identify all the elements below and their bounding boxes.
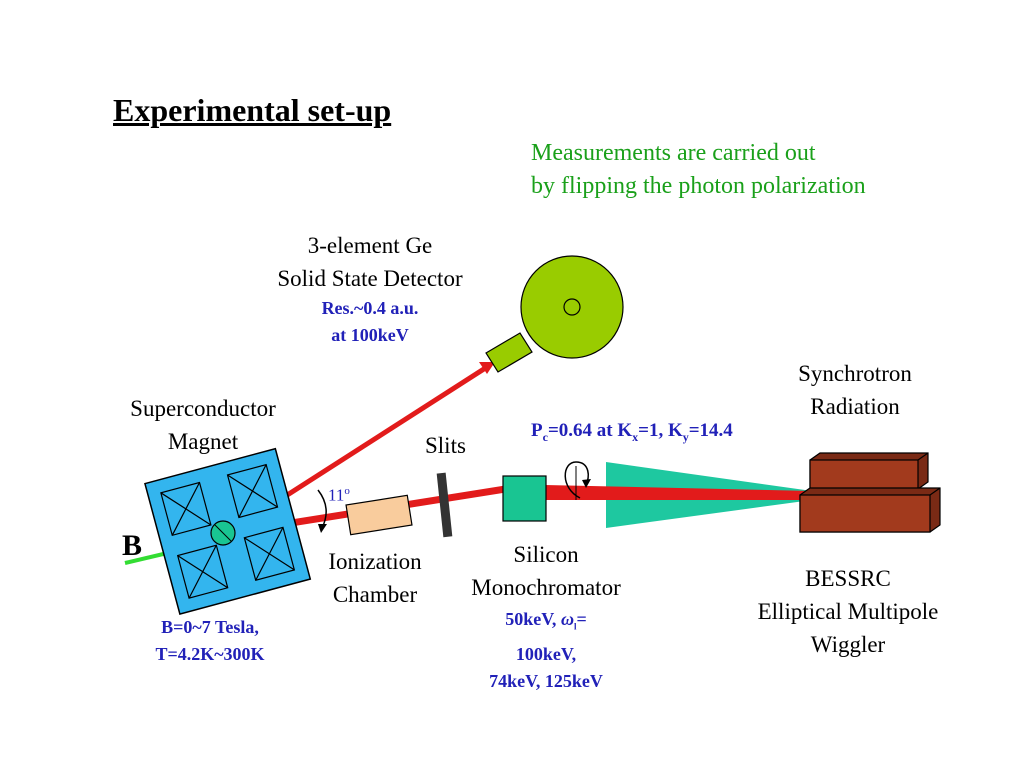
polarization-flip-arrowhead bbox=[582, 479, 591, 488]
magnet-spec: B=0~7 Tesla, T=4.2K~300K bbox=[120, 614, 300, 668]
wiggler-line-1: BESSRC bbox=[805, 566, 891, 591]
polarization-flip-icon bbox=[564, 461, 590, 499]
wiggler-label: BESSRC Elliptical Multipole Wiggler bbox=[726, 562, 970, 661]
ionization-line-1: Ionization bbox=[328, 549, 422, 574]
wiggler-line-3: Wiggler bbox=[810, 632, 886, 657]
synchrotron-line-1: Synchrotron bbox=[798, 361, 912, 386]
mono-e1-end: = bbox=[576, 609, 587, 629]
magnet-temperature-range: T=4.2K~300K bbox=[155, 644, 265, 664]
magnet-line-2: Magnet bbox=[167, 429, 239, 454]
pol-kx-sub: x bbox=[632, 429, 639, 444]
b-field-label: B bbox=[122, 529, 143, 562]
slits-label: Slits bbox=[425, 433, 466, 458]
angle-value: 11 bbox=[328, 485, 345, 505]
omega-sub: l bbox=[573, 621, 577, 632]
wiggler bbox=[799, 452, 941, 533]
ionization-label: Ionization Chamber bbox=[308, 545, 442, 611]
magnet-label: Superconductor Magnet bbox=[108, 392, 298, 458]
monochromator-label: Silicon Monochromator 50keV, ωl= 100keV,… bbox=[446, 538, 646, 695]
pol-mid: =0.64 at K bbox=[547, 420, 633, 441]
pol-mid2: =1, K bbox=[638, 420, 683, 441]
superconductor-magnet bbox=[144, 447, 312, 615]
detector-name-2: Solid State Detector bbox=[277, 266, 463, 291]
mono-line-2: Monochromator bbox=[471, 575, 621, 600]
monochromator-beam bbox=[545, 485, 812, 500]
note-line-1: Measurements are carried out bbox=[531, 140, 816, 166]
page-title: Experimental set-up bbox=[113, 92, 392, 128]
wiggler-line-2: Elliptical Multipole bbox=[757, 599, 939, 624]
angle-arrowhead bbox=[318, 524, 327, 533]
slits bbox=[436, 472, 453, 538]
angle-arc bbox=[317, 489, 327, 529]
angle-unit: o bbox=[344, 485, 350, 497]
synchrotron-line-2: Radiation bbox=[810, 394, 900, 419]
mono-energy-1: 50keV, ωl= bbox=[446, 606, 646, 641]
note-line-2: by flipping the photon polarization bbox=[531, 173, 866, 199]
omega-symbol: ω bbox=[560, 609, 574, 629]
detector-resolution-energy: at 100keV bbox=[331, 325, 409, 345]
magnet-field-range: B=0~7 Tesla, bbox=[161, 617, 259, 637]
detector-name-1: 3-element Ge bbox=[307, 233, 433, 258]
ionization-chamber bbox=[345, 494, 413, 536]
polarization-note: Measurements are carried out by flipping… bbox=[531, 137, 866, 203]
mono-line-1: Silicon bbox=[513, 542, 579, 567]
detector-resolution: Res.~0.4 a.u. bbox=[321, 298, 419, 318]
ionization-line-2: Chamber bbox=[332, 582, 418, 607]
scattered-beam-arrowhead bbox=[479, 362, 495, 374]
angle-label: 11o bbox=[328, 485, 350, 506]
mono-energy-3: 74keV, 125keV bbox=[489, 670, 603, 691]
pol-end: =14.4 bbox=[688, 420, 733, 441]
pol-p: P bbox=[531, 420, 543, 441]
detector-label: 3-element Ge Solid State Detector Res.~0… bbox=[252, 229, 488, 349]
polarization-spec: Pc=0.64 at Kx=1, Ky=14.4 bbox=[531, 417, 733, 451]
silicon-monochromator bbox=[502, 475, 547, 522]
magnet-line-1: Superconductor bbox=[130, 396, 276, 421]
pol-p-sub: c bbox=[542, 429, 548, 444]
mono-e1: 50keV, bbox=[505, 609, 561, 629]
ge-detector bbox=[485, 255, 624, 373]
mono-energy-2: 100keV, bbox=[515, 643, 577, 664]
synchrotron-label: Synchrotron Radiation bbox=[776, 357, 934, 423]
pol-ky-sub: y bbox=[682, 429, 689, 444]
